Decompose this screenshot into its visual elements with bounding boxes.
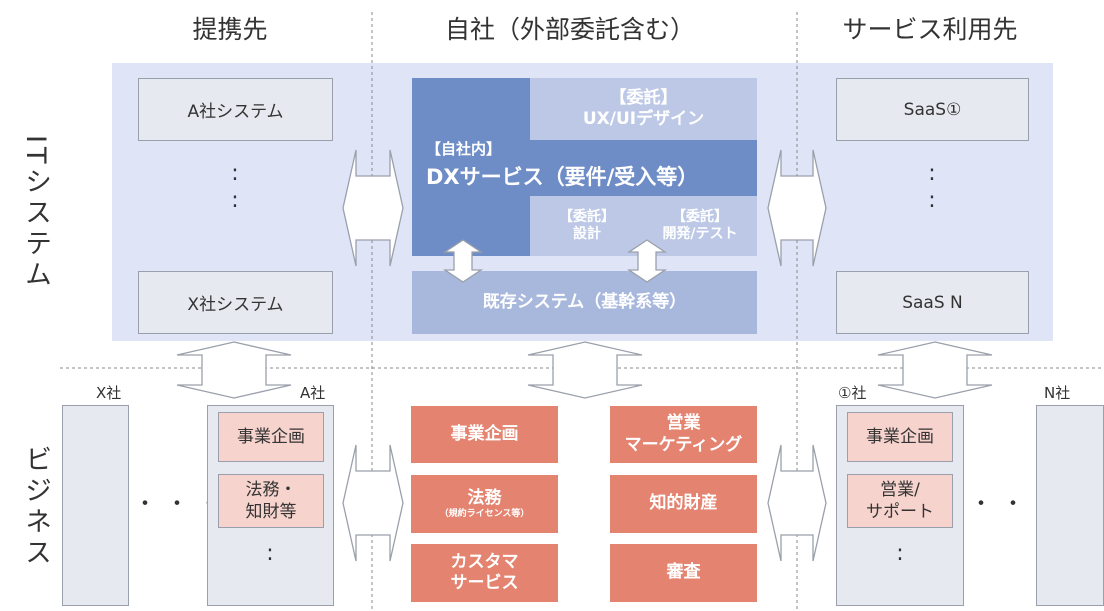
own-legal-box: 法務 （規約ライセンス等） [411, 475, 558, 533]
a-company-label: A社 [300, 384, 326, 402]
own-cs-box: カスタマ サービス [411, 544, 558, 602]
own-sales-box: 営業 マーケティング [610, 406, 757, 463]
service-it-vdots: : : [928, 161, 936, 213]
service-sales-box: 営業/ サポート [847, 474, 953, 528]
service-biz-vdots: : [896, 541, 904, 566]
x-company-label: X社 [96, 384, 122, 402]
column-header-partner: 提携先 [192, 15, 268, 44]
inhouse-title: DXサービス（要件/受入等） [426, 165, 699, 189]
arrow-own-service-biz [767, 444, 827, 562]
arrow-dx-legacy [442, 239, 484, 283]
partner-biz-vdots: : [266, 541, 274, 566]
column-header-own: 自社（外部委託含む） [444, 15, 695, 44]
arrow-partner-own-biz [342, 444, 404, 562]
arrow-vertical-partner [176, 341, 292, 399]
own-ip-box: 知的財産 [610, 475, 757, 533]
row-label-business: ビジネス [20, 445, 51, 569]
legal-note: （規約ライセンス等） [439, 509, 530, 519]
n-company-label: N社 [1044, 384, 1071, 402]
column-header-service: サービス利用先 [842, 15, 1018, 44]
arrow-vertical-own [527, 341, 643, 399]
x-company-system: X社システム [138, 271, 333, 334]
own-review-box: 審査 [610, 544, 757, 602]
legacy-system-box: 既存システム（基幹系等） [412, 271, 757, 334]
row-label-it: ITシステム [20, 135, 51, 292]
saas-n-box: SaaS N [836, 271, 1029, 334]
inhouse-dx-label: 【自社内】 DXサービス（要件/受入等） [426, 138, 756, 191]
partner-planning-box: 事業企画 [218, 412, 324, 462]
ux-tag: 【委託】 [609, 87, 678, 108]
x-company-biz-column [62, 405, 129, 606]
partner-legal-box: 法務・ 知財等 [218, 474, 324, 528]
own-planning-box: 事業企画 [411, 406, 558, 463]
partner-biz-hdots: ・・・ [134, 492, 231, 517]
inhouse-tag: 【自社内】 [426, 140, 502, 158]
arrow-partner-own-it [342, 149, 404, 267]
design-box: 【委託】 設計 [559, 208, 615, 243]
a-company-system: A社システム [138, 78, 333, 141]
partner-it-vdots: : : [231, 161, 239, 213]
saas-1-box: SaaS① [836, 78, 1029, 141]
one-company-label: ①社 [838, 384, 867, 402]
ux-title: UX/UIデザイン [582, 109, 705, 129]
arrow-own-service-it [767, 149, 827, 267]
ux-ui-design-box: 【委託】 UX/UIデザイン [530, 78, 757, 140]
arrow-vertical-service [877, 341, 993, 399]
arrow-dev-legacy [626, 239, 668, 283]
dev-test-box: 【委託】 開発/テスト [662, 208, 738, 243]
n-company-biz-column [1036, 405, 1104, 606]
service-planning-box: 事業企画 [847, 412, 953, 462]
